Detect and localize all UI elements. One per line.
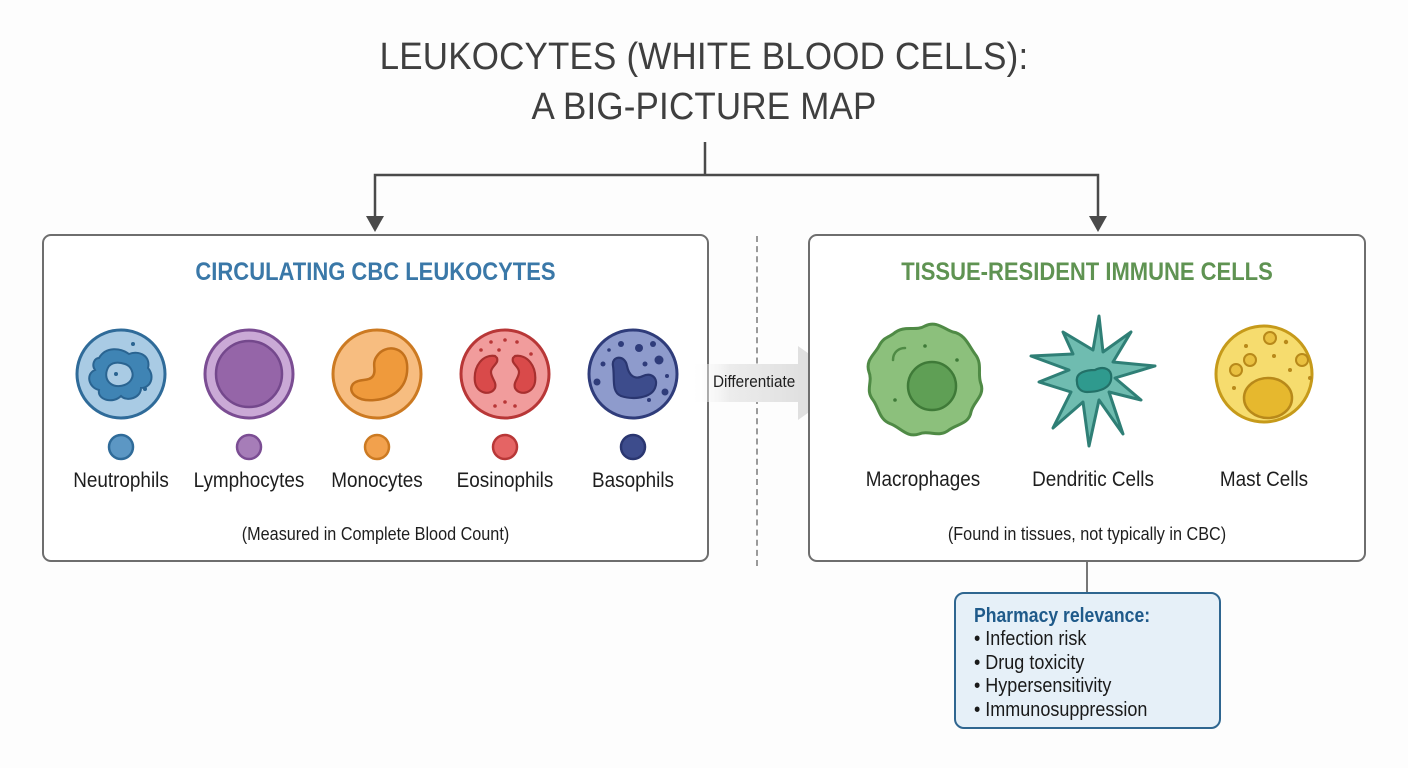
branch-line <box>373 173 1100 219</box>
cell-mast: Mast Cells <box>1194 316 1334 491</box>
cell-lymphocytes: Lymphocytes <box>179 326 319 492</box>
cell-basophils: Basophils <box>563 326 703 492</box>
cell-label: Basophils <box>592 469 674 492</box>
differentiate-label: Differentiate <box>713 372 796 391</box>
pharmacy-item: • Infection risk <box>974 628 1087 650</box>
cell-label: Eosinophils <box>456 469 554 492</box>
cell-label: Neutrophils <box>73 469 169 492</box>
neutrophil-icon <box>75 328 167 461</box>
monocyte-icon <box>331 328 423 461</box>
pharmacy-item: • Immunosuppression <box>974 698 1148 721</box>
pharmacy-relevance-box: Pharmacy relevance: • Infection risk • D… <box>954 592 1221 729</box>
cell-label: Dendritic Cells <box>1032 468 1154 491</box>
dendritic-cell-icon <box>1029 314 1157 448</box>
pharmacy-item: • Hypersensitivity <box>974 675 1112 697</box>
cell-eosinophils: Eosinophils <box>435 326 575 492</box>
panel-note: (Found in tissues, not typically in CBC) <box>947 524 1227 544</box>
diagram-title-line-1: LEUKOCYTES (WHITE BLOOD CELLS): <box>379 36 1029 78</box>
cell-dendritic: Dendritic Cells <box>1023 310 1163 491</box>
cell-neutrophils: Neutrophils <box>51 326 191 492</box>
diagram-title-line-2: A BIG-PICTURE MAP <box>531 86 877 128</box>
mast-cell-icon <box>1214 324 1314 424</box>
panel-heading: CIRCULATING CBC LEUKOCYTES <box>195 258 556 286</box>
pharmacy-item: • Drug toxicity <box>974 651 1085 674</box>
cell-monocytes: Monocytes <box>307 326 447 492</box>
lymphocyte-icon <box>203 328 295 461</box>
arrow-down-left-icon <box>366 216 384 232</box>
cell-label: Mast Cells <box>1219 468 1309 491</box>
macrophage-icon <box>866 322 984 437</box>
panel-note: (Measured in Complete Blood Count) <box>241 524 510 544</box>
panel-heading: TISSUE-RESIDENT IMMUNE CELLS <box>901 258 1273 286</box>
cell-macrophages: Macrophages <box>853 316 993 491</box>
arrow-down-right-icon <box>1089 216 1107 232</box>
eosinophil-icon <box>459 328 551 461</box>
cell-label: Macrophages <box>865 468 981 491</box>
pharmacy-relevance-title: Pharmacy relevance: <box>974 605 1151 627</box>
basophil-icon <box>587 328 679 461</box>
cell-label: Monocytes <box>331 469 423 492</box>
cell-label: Lymphocytes <box>193 469 305 492</box>
